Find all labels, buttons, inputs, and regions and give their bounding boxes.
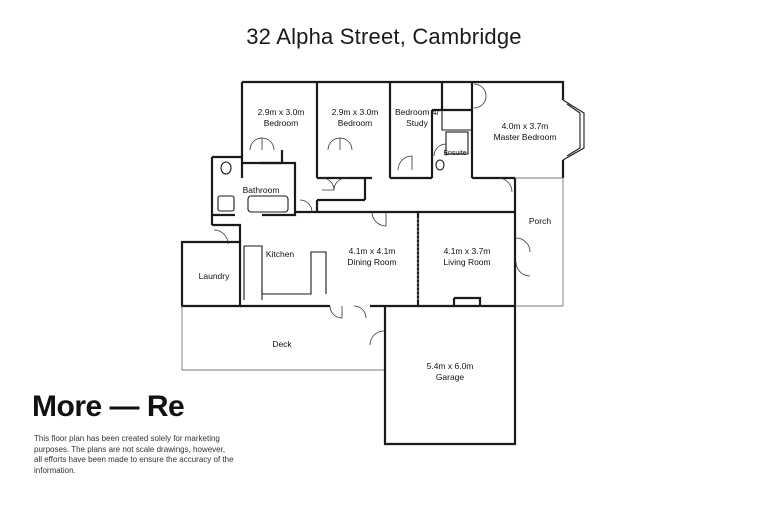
garage-size: 5.4m x 6.0m [427,361,474,371]
ensuite-name: Ensuite [443,150,466,157]
bedroom-4-line2: Study [406,118,428,128]
bedroom-1-name: Bedroom [264,118,299,128]
kitchen-name: Kitchen [266,249,295,259]
deck-name: Deck [272,339,292,349]
bedroom-4-line1: Bedroom 4/ [395,107,440,117]
porch-name: Porch [529,216,551,226]
master-bedroom-name: Master Bedroom [494,132,557,142]
bedroom-2-name: Bedroom [338,118,373,128]
bedroom-2-size: 2.9m x 3.0m [332,107,379,117]
dining-room-size: 4.1m x 4.1m [349,246,396,256]
disclaimer-text: This floor plan has been created solely … [34,434,234,475]
garage-name: Garage [436,372,465,382]
master-bedroom-size: 4.0m x 3.7m [502,121,549,131]
laundry-name: Laundry [199,271,230,281]
property-address-title: 32 Alpha Street, Cambridge [246,24,522,49]
door-swings [213,83,531,346]
brand-logo: More — Re [32,390,185,423]
walls [180,80,585,446]
living-room-size: 4.1m x 3.7m [444,246,491,256]
bathroom-fixtures [217,131,469,213]
bedroom-1-size: 2.9m x 3.0m [258,107,305,117]
bathroom-name: Bathroom [243,185,280,195]
room-labels: 2.9m x 3.0m Bedroom 2.9m x 3.0m Bedroom … [199,107,557,382]
dining-room-name: Dining Room [347,257,396,267]
living-room-name: Living Room [443,257,490,267]
